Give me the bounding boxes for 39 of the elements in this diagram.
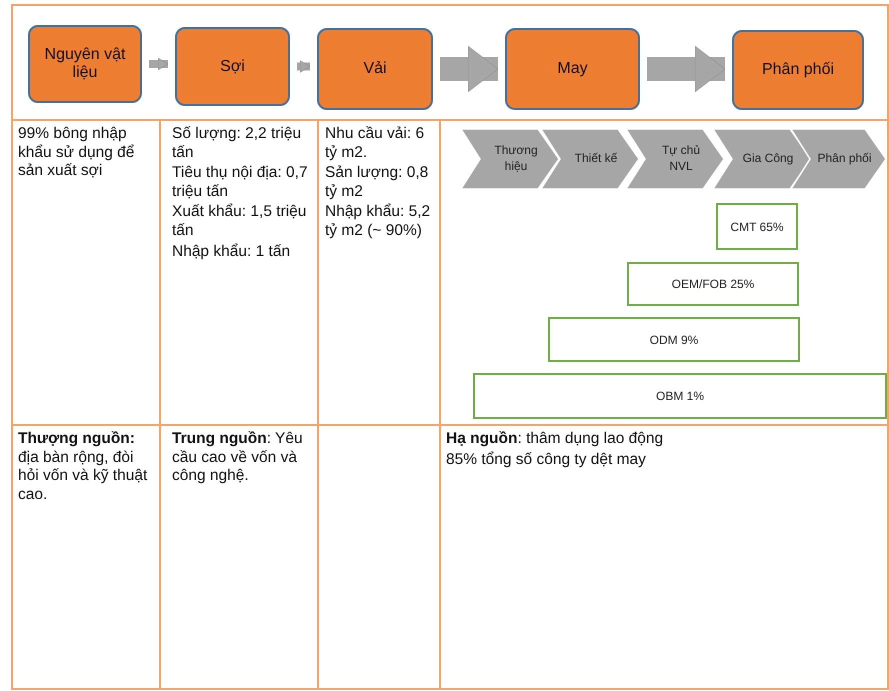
step-label: Phân phối — [817, 151, 872, 167]
block-arrow — [647, 46, 726, 92]
step-label: ODM 9% — [650, 332, 698, 346]
block-arrow — [440, 46, 498, 92]
step-label: Gia Công — [742, 151, 794, 167]
cell-text: Nhu cầu vải: 6 tỷ m2. — [325, 125, 426, 162]
process-box — [28, 25, 142, 103]
percentage-box — [473, 373, 887, 419]
process-box — [317, 28, 433, 110]
cell-text: Thượng nguồn: địa bàn rộng, đòi hỏi vốn và kỹ thuật cao. — [18, 430, 148, 504]
cell-text: Số lượng: 2,2 triệu tấn — [172, 125, 302, 162]
step-label: Tự chủ NVL — [660, 143, 702, 175]
process-box — [175, 27, 290, 106]
step-label: Sợi — [220, 58, 245, 76]
cell-text: Xuất khẩu: 1,5 triệu tấn — [172, 203, 308, 241]
cell-text: 99% bông nhập khẩu sử dụng để sản xuất sợi — [18, 125, 136, 181]
cell-text: Hạ nguồn: thâm dụng lao động — [446, 430, 664, 449]
step-label: May — [557, 60, 588, 78]
step-label: OEM/FOB 25% — [672, 277, 754, 291]
cell-text: Nhập khẩu: 5,2 tỷ m2 (~ 90%) — [325, 203, 432, 241]
percentage-box — [627, 262, 799, 306]
process-box — [732, 30, 864, 110]
cell-text: 85% tổng số công ty dệt may — [446, 450, 647, 470]
block-arrow — [149, 58, 168, 70]
step-label: Phân phối — [762, 61, 834, 79]
step-label: OBM 1% — [656, 389, 704, 403]
cell-text: Sản lượng: 0,8 tỷ m2 — [325, 164, 430, 202]
process-box — [505, 28, 640, 110]
step-label: Thiết kế — [574, 151, 618, 167]
cell-text: Nhập khẩu: 1 tấn — [172, 242, 292, 262]
step-label: Thương hiệu — [493, 143, 539, 175]
step-label: Vải — [363, 60, 387, 78]
cell-text: Tiêu thụ nội địa: 0,7 triệu tấn — [172, 164, 309, 202]
block-arrow — [297, 60, 310, 73]
step-label: Nguyên vật liệu — [44, 46, 126, 82]
percentage-box — [716, 203, 798, 250]
percentage-box — [548, 317, 800, 362]
step-label: CMT 65% — [730, 220, 784, 234]
cell-text: Trung nguồn: Yêu cầu cao về vốn và công nghệ. — [172, 430, 304, 486]
